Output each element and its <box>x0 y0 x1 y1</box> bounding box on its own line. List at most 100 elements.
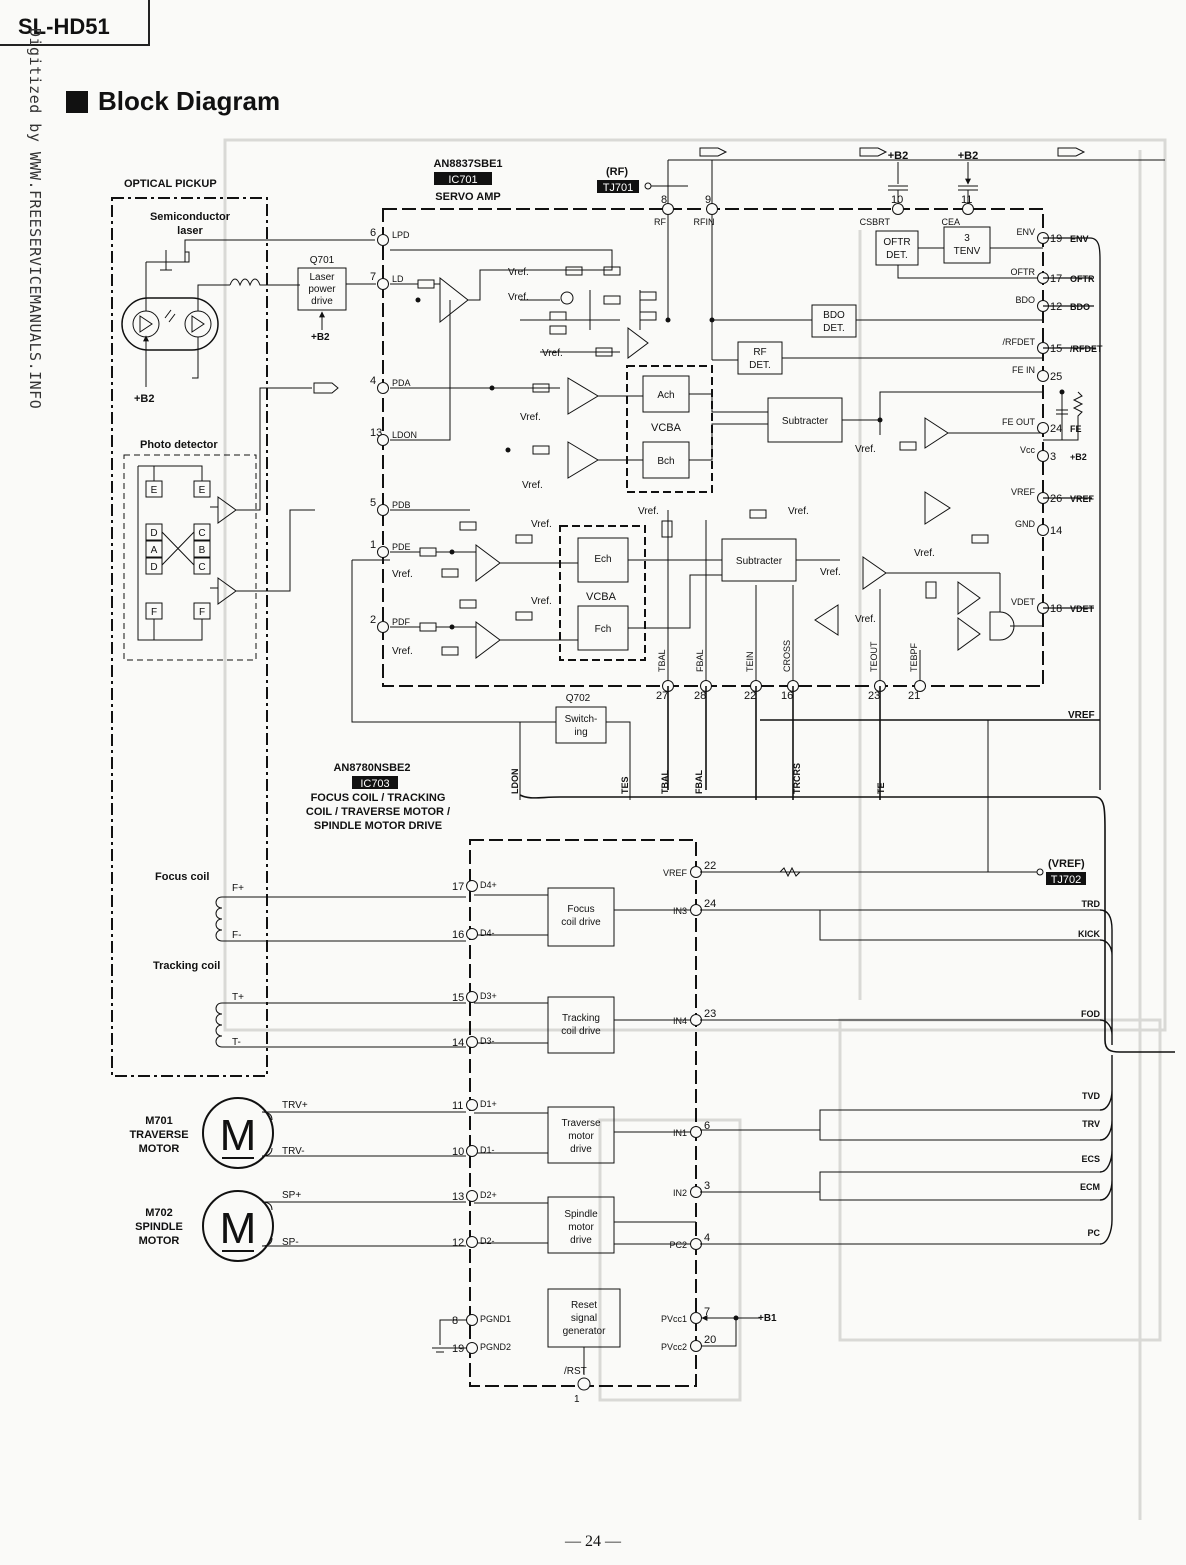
bus-label-tbal: TBAL <box>660 770 670 794</box>
ic703-pin-name-6: IN1 <box>673 1128 687 1138</box>
ic701-pin-num-5: 5 <box>370 497 376 509</box>
ic701-pin-4 <box>377 382 389 394</box>
model-tab: SL-HD51 <box>0 0 150 46</box>
optical-pickup: OPTICAL PICKUP Semiconductor laser +B2 P… <box>111 178 375 1077</box>
ic701-pin-num-11: 11 <box>961 194 972 206</box>
bus-label-fbal: FBAL <box>694 770 704 794</box>
ic703-pin-name-7: PVcc1 <box>661 1314 687 1324</box>
q701-line3: drive <box>311 296 333 307</box>
ic701-pin-24 <box>1037 422 1049 434</box>
ic701-out-17: OFTR <box>1070 274 1095 284</box>
ic701-out-15: /RFDET <box>1070 344 1103 354</box>
ic703-pin-13 <box>466 1190 478 1202</box>
tj702: (VREF) TJ702 <box>700 720 1086 886</box>
traverse-motor-drive-block <box>547 1106 615 1164</box>
ic701-pin-name-26: VREF <box>1011 487 1036 497</box>
ic701-pin-num-24: 24 <box>1050 423 1062 435</box>
ech-label: Ech <box>594 554 611 565</box>
bus-label-ldon: LDON <box>510 769 520 795</box>
ic701-pin-name-9: RFIN <box>694 217 715 227</box>
ic701-pin-num-21: 21 <box>908 690 920 702</box>
ic701-out-3: +B2 <box>1070 452 1087 462</box>
q701-box <box>297 267 347 311</box>
ic701-pin-num-12: 12 <box>1050 301 1062 313</box>
spin-drive-line1: Spindle <box>564 1209 598 1220</box>
ic703-pin-name-22: VREF <box>663 868 688 878</box>
ic701-name: SERVO AMP <box>435 191 500 203</box>
trav-drive-line2: motor <box>568 1131 594 1142</box>
ic703-pin-num-15: 15 <box>452 992 464 1004</box>
ach-label: Ach <box>657 390 674 401</box>
ic703-pin-22 <box>690 866 702 878</box>
ic703-pin-7 <box>690 1312 702 1324</box>
ic703-pin-name-8: PGND1 <box>480 1314 511 1324</box>
ic701-pin-name-2: PDF <box>392 617 411 627</box>
ic701-pin-num-25: 25 <box>1050 371 1062 383</box>
ic701-pin-name-25: FE IN <box>1012 365 1035 375</box>
ic703-pin-name-14: D3- <box>480 1036 495 1046</box>
traverse-motor-glyph: M <box>220 1111 257 1160</box>
reset-line2: signal <box>571 1313 597 1324</box>
ic703-pin-name-16: D4- <box>480 928 495 938</box>
cell-f2: F <box>199 607 205 618</box>
model-label: SL-HD51 <box>18 14 110 39</box>
optical-pickup-title: OPTICAL PICKUP <box>124 178 217 190</box>
vref-label-10: Vref. <box>638 506 659 517</box>
ic701-pin-num-22: 22 <box>744 690 756 702</box>
ic703-pin-name-12: D2- <box>480 1236 495 1246</box>
ic701-out-12: BDO <box>1070 302 1090 312</box>
bdo-det-block <box>811 304 857 338</box>
ic701-border <box>382 208 1044 687</box>
tj702-test-point <box>1036 868 1044 876</box>
tj702-ref: TJ702 <box>1051 874 1082 886</box>
ic701-pin-1 <box>377 546 389 558</box>
signal-kick: KICK <box>1078 929 1100 939</box>
rst-pin-name: /RST <box>564 1366 587 1377</box>
ic703-desc2: COIL / TRAVERSE MOTOR / <box>306 806 450 818</box>
traverse-motor-icon <box>202 1097 274 1169</box>
ic701-out-26: VREF <box>1070 494 1095 504</box>
ic701-pin-num-19: 19 <box>1050 233 1062 245</box>
ic703-pin-num-23: 23 <box>704 1008 716 1020</box>
ic703-pin-num-8: 8 <box>452 1315 458 1327</box>
signal-ecm: ECM <box>1080 1182 1100 1192</box>
ic703-pin-15 <box>466 991 478 1003</box>
spindle-motor-icon <box>202 1190 274 1262</box>
ic701-pin-name-11: CEA <box>941 217 960 227</box>
ic701-pin-name-18: VDET <box>1011 597 1036 607</box>
photo-detector-cells: E E D A D C B C F F <box>145 480 211 620</box>
spin-drive-line3: drive <box>570 1235 592 1246</box>
vcba-ef-group <box>559 525 646 661</box>
ic701-pin-name-17: OFTR <box>1011 267 1036 277</box>
spindle-motor-glyph: M <box>220 1204 257 1253</box>
b1-label: +B1 <box>758 1313 777 1324</box>
laser-diode-icon <box>132 310 160 338</box>
laser-label-line2: laser <box>177 225 203 237</box>
trav-drive-line3: drive <box>570 1144 592 1155</box>
tenv-line2: TENV <box>954 246 981 257</box>
vref-line-label: VREF <box>1068 710 1095 721</box>
ic701-pin-name-22: TEIN <box>745 651 755 672</box>
ic703-pin-num-16: 16 <box>452 929 464 941</box>
ic701-pin-num-26: 26 <box>1050 493 1062 505</box>
ic701-pin-num-23: 23 <box>868 690 880 702</box>
ic701-pin-num-8: 8 <box>661 194 667 206</box>
vref-label-8: Vref. <box>531 596 552 607</box>
ic703-pin-num-6: 6 <box>704 1120 710 1132</box>
cell-c2: C <box>198 562 205 573</box>
ic703-pin-name-17: D4+ <box>480 880 497 890</box>
ic701-pin-num-1: 1 <box>370 539 376 551</box>
ic701-pin-10 <box>892 203 904 215</box>
ic703-pin-num-4: 4 <box>704 1232 710 1244</box>
laser-label-line1: Semiconductor <box>150 211 231 223</box>
ic703-pin-3 <box>690 1186 702 1198</box>
ic701-pin-num-18: 18 <box>1050 603 1062 615</box>
q702-line2: ing <box>574 727 587 738</box>
vref-label-5: Vref. <box>522 480 543 491</box>
vcba2-label: VCBA <box>586 591 617 603</box>
ic701-pin-name-13: LDON <box>392 430 417 440</box>
tj701-rf: (RF) <box>606 166 628 178</box>
ic701-pin-2 <box>377 621 389 633</box>
ic703-pin-12 <box>466 1236 478 1248</box>
